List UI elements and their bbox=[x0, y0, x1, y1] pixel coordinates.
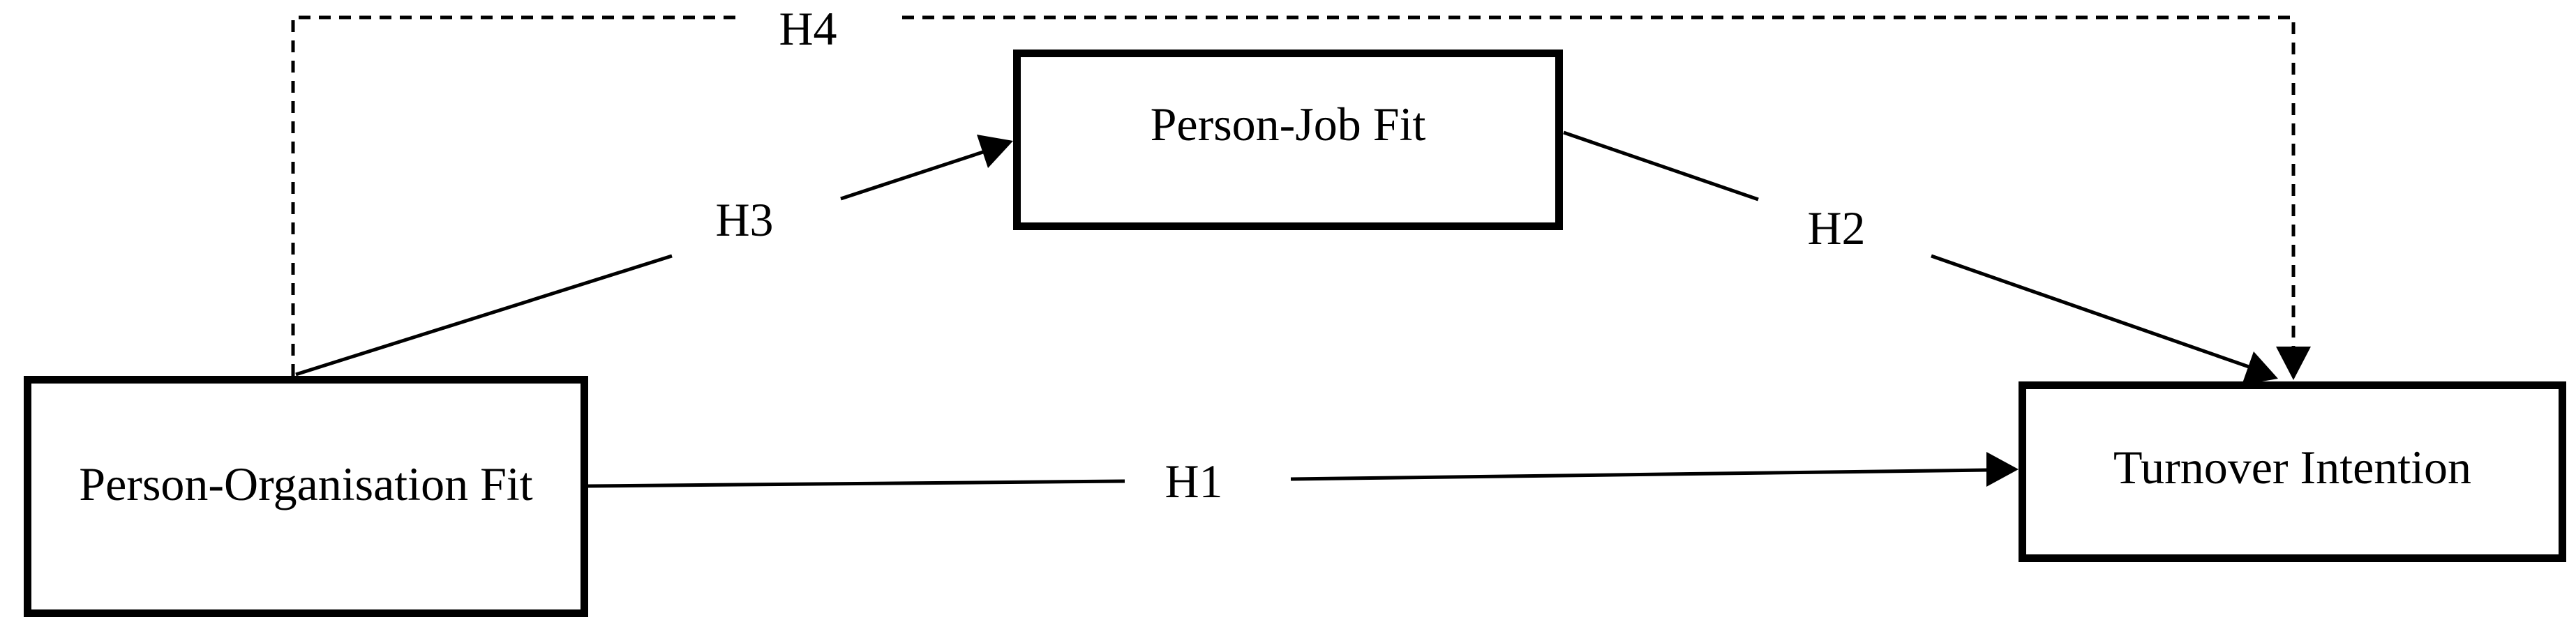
h1-line-right bbox=[1290, 468, 1989, 481]
box-label-turnover-intention: Turnover Intention bbox=[2113, 441, 2472, 494]
box-label-person-job-fit: Person-Job Fit bbox=[1150, 98, 1426, 151]
edge-label-h1: H1 bbox=[1149, 455, 1238, 508]
h1-arrowhead-icon bbox=[1986, 452, 2019, 487]
box-turnover-intention: Turnover Intention bbox=[2019, 381, 2566, 562]
box-person-organisation-fit: Person-Organisation Fit bbox=[24, 376, 588, 617]
h3-line-right bbox=[840, 149, 986, 201]
h2-arrowhead-icon bbox=[2242, 351, 2278, 385]
h2-line-left bbox=[1563, 130, 1759, 202]
h3-arrowhead-icon bbox=[977, 135, 1013, 168]
edge-label-h4: H4 bbox=[763, 2, 853, 55]
box-label-person-organisation-fit: Person-Organisation Fit bbox=[79, 457, 533, 510]
h2-line-right bbox=[1931, 254, 2252, 370]
h3-line-left bbox=[295, 254, 673, 377]
box-person-job-fit: Person-Job Fit bbox=[1013, 50, 1563, 230]
h1-line-left bbox=[587, 479, 1125, 488]
h4-dashed-line-left bbox=[291, 15, 740, 376]
edge-label-h2: H2 bbox=[1792, 202, 1881, 255]
h4-arrowhead-icon bbox=[2276, 347, 2311, 380]
edge-label-h3: H3 bbox=[700, 193, 789, 246]
